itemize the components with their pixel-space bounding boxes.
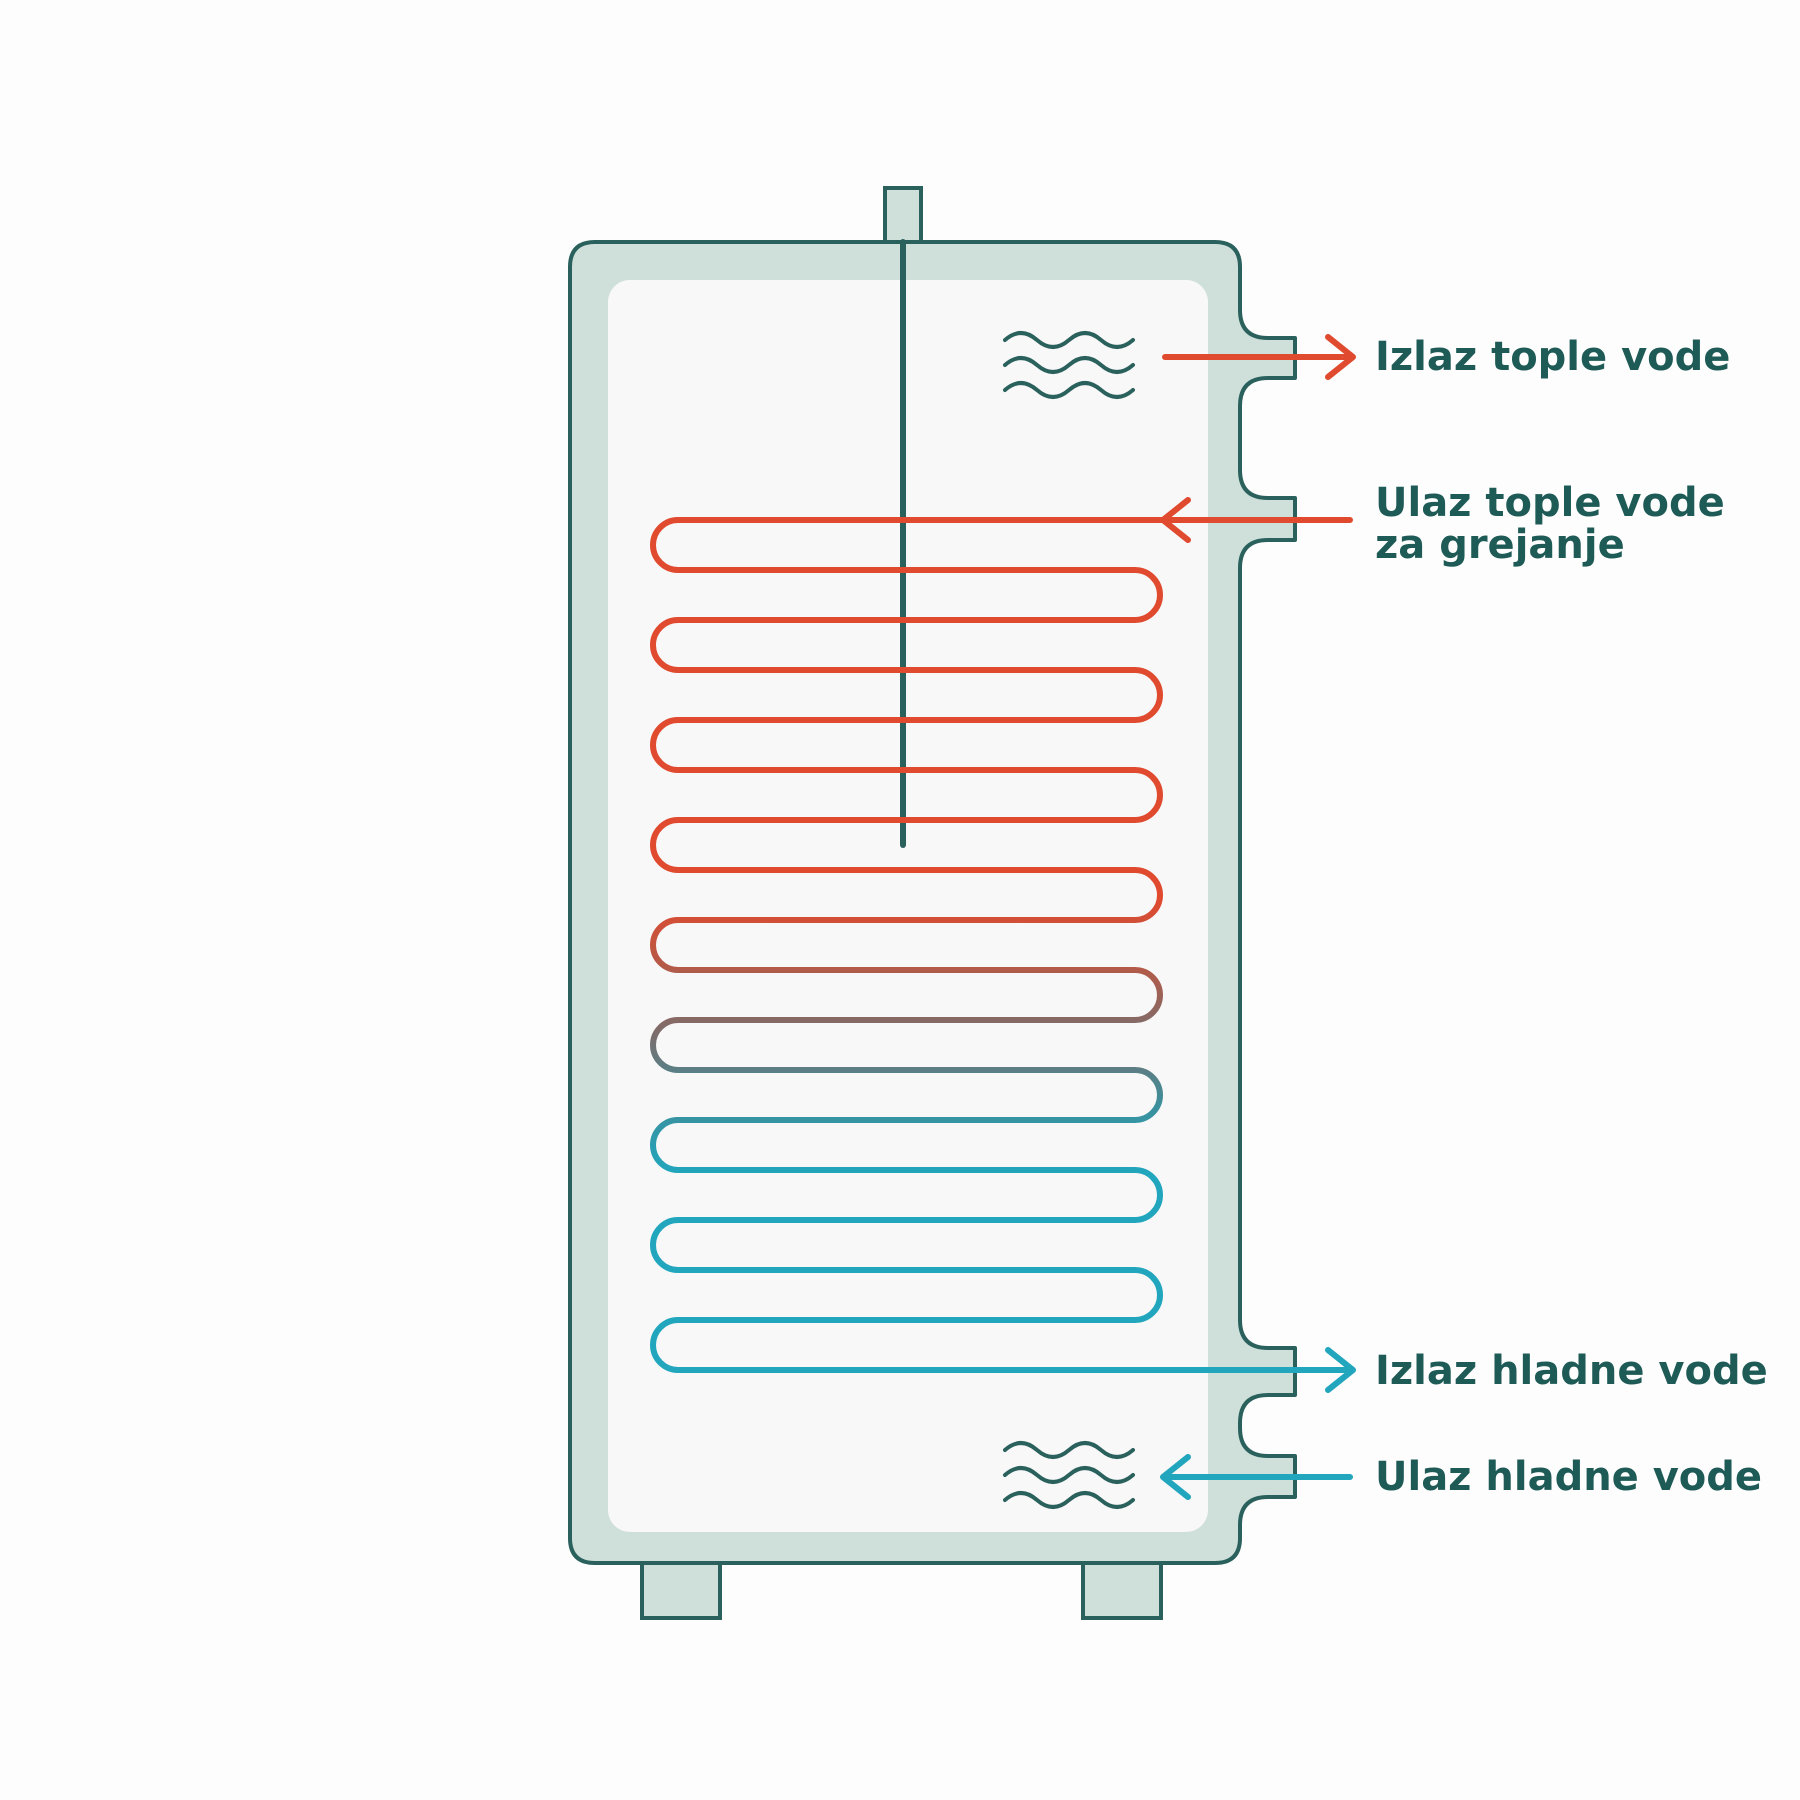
- thermostat-cap: [883, 186, 923, 244]
- label-heating-water-inlet-line1: Ulaz tople vode: [1375, 480, 1725, 526]
- label-heating-water-inlet-line2: za grejanje: [1375, 522, 1625, 568]
- label-cold-water-inlet: Ulaz hladne vode: [1375, 1454, 1762, 1500]
- hot-water-outlet-arrow: [1162, 334, 1356, 380]
- tank-foot-left: [640, 1560, 722, 1620]
- cold-water-inlet-arrow: [1160, 1454, 1353, 1500]
- cold-water-outlet-arrow: [1325, 1347, 1356, 1393]
- heating-water-inlet-arrow: [1160, 497, 1191, 543]
- tank-inner-chamber: [608, 280, 1208, 1532]
- label-hot-water-outlet: Izlaz tople vode: [1375, 334, 1730, 380]
- label-cold-water-outlet: Izlaz hladne vode: [1375, 1348, 1768, 1394]
- cold-water-wave-icon: [1003, 1441, 1135, 1509]
- heating-coil: [650, 517, 1353, 1373]
- hot-water-wave-icon: [1003, 331, 1135, 399]
- tank-foot-right: [1081, 1560, 1163, 1620]
